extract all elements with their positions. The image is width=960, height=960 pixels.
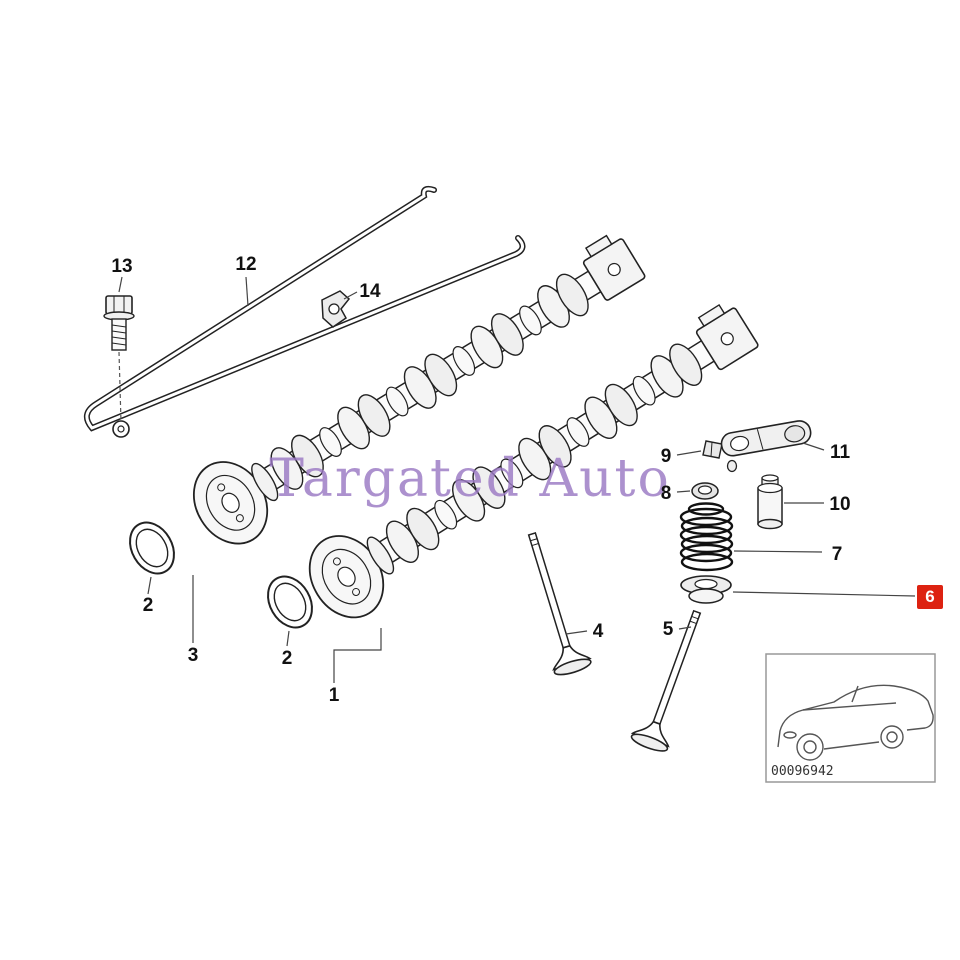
valve-keepers bbox=[702, 440, 738, 473]
part-label-1: 1 bbox=[329, 685, 340, 706]
part-label-11: 11 bbox=[830, 442, 851, 463]
seal-ring-right bbox=[267, 575, 313, 629]
part-label-4: 4 bbox=[593, 621, 604, 642]
part-label-8: 8 bbox=[661, 483, 672, 504]
tube-clamp bbox=[321, 290, 351, 328]
car-sketch bbox=[777, 684, 934, 761]
part-label-5: 5 bbox=[663, 619, 674, 640]
intake-valve bbox=[513, 527, 594, 679]
bolt-assembly-dashed-line bbox=[118, 351, 122, 423]
hollow-bolt bbox=[103, 295, 135, 423]
part-label-9: 9 bbox=[661, 446, 672, 467]
valve-spring bbox=[679, 502, 734, 572]
vehicle-thumbnail: 00096942 bbox=[765, 653, 936, 783]
seal-ring-left bbox=[129, 521, 175, 575]
part-label-2-left: 2 bbox=[143, 595, 154, 616]
leader-lines bbox=[118, 276, 916, 683]
part-label-3: 3 bbox=[188, 645, 199, 666]
part-label-7: 7 bbox=[832, 544, 843, 565]
rocker-arm bbox=[720, 420, 812, 457]
spring-plate bbox=[680, 575, 732, 604]
diagram-code: 00096942 bbox=[771, 764, 834, 779]
hydraulic-lifter bbox=[757, 474, 783, 530]
part-label-14: 14 bbox=[359, 281, 381, 302]
watermark-text: Targated Auto bbox=[269, 449, 671, 509]
oil-spray-tube bbox=[83, 185, 526, 438]
part-label-10: 10 bbox=[829, 494, 850, 515]
part-label-13: 13 bbox=[111, 256, 132, 277]
valve-stem-seal bbox=[691, 482, 719, 500]
part-label-6: 6 bbox=[925, 587, 934, 606]
thumbnail-border bbox=[765, 653, 936, 783]
tube-banjo-fitting bbox=[112, 420, 130, 438]
part-label-12: 12 bbox=[235, 254, 256, 275]
part-label-6-highlight: 6 bbox=[917, 585, 943, 609]
highlight-box bbox=[917, 585, 943, 609]
part-label-2-mid: 2 bbox=[282, 648, 293, 669]
